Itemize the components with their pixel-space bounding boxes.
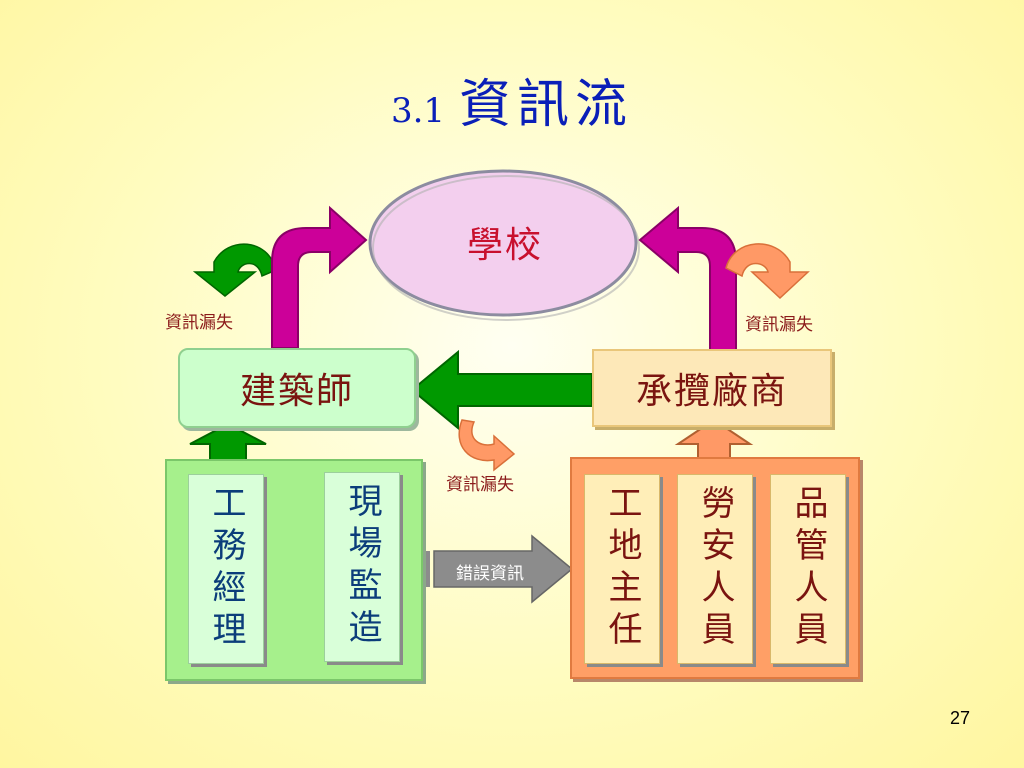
safety-staff-box: 勞安人員: [677, 474, 753, 664]
site-supervision-text: 現場監造: [342, 483, 382, 651]
leak-label-right: 資訊漏失: [745, 315, 813, 335]
left-leak-arrow: [192, 243, 277, 297]
works-manager-box: 工務經理: [188, 474, 264, 664]
works-manager-text: 工務經理: [206, 485, 246, 653]
site-director-box: 工地主任: [584, 474, 660, 664]
site-supervision-box: 現場監造: [324, 472, 400, 662]
leak-label-center: 資訊漏失: [446, 475, 514, 495]
slide-title: 3.1 資訊流: [0, 62, 1024, 137]
contractor-text: 承攬廠商: [635, 371, 788, 412]
site-director-text: 工地主任: [602, 485, 642, 653]
architect-text: 建築師: [239, 371, 354, 412]
title-number: 3.1: [390, 91, 446, 131]
architect-box: 建築師: [178, 348, 416, 428]
quality-staff-box: 品管人員: [770, 474, 846, 664]
safety-staff-text: 勞安人員: [695, 485, 735, 653]
contractor-to-school-arrow: [638, 205, 737, 351]
school-label: 學校: [410, 212, 600, 272]
center-leak-arrow: [458, 419, 516, 472]
error-info-label: 錯誤資訊: [456, 564, 524, 584]
architect-to-school-arrow: [271, 205, 368, 349]
page-number: 27: [949, 708, 970, 728]
contractor-to-architect-arrow: [410, 349, 593, 431]
leak-label-left: 資訊漏失: [165, 313, 233, 333]
contractor-box: 承攬廠商: [592, 349, 832, 427]
quality-staff-text: 品管人員: [788, 485, 828, 653]
right-leak-arrow: [725, 243, 810, 300]
title-text: 資訊流: [459, 75, 634, 135]
school-ellipse: [368, 169, 638, 317]
school-text: 學校: [466, 225, 543, 266]
